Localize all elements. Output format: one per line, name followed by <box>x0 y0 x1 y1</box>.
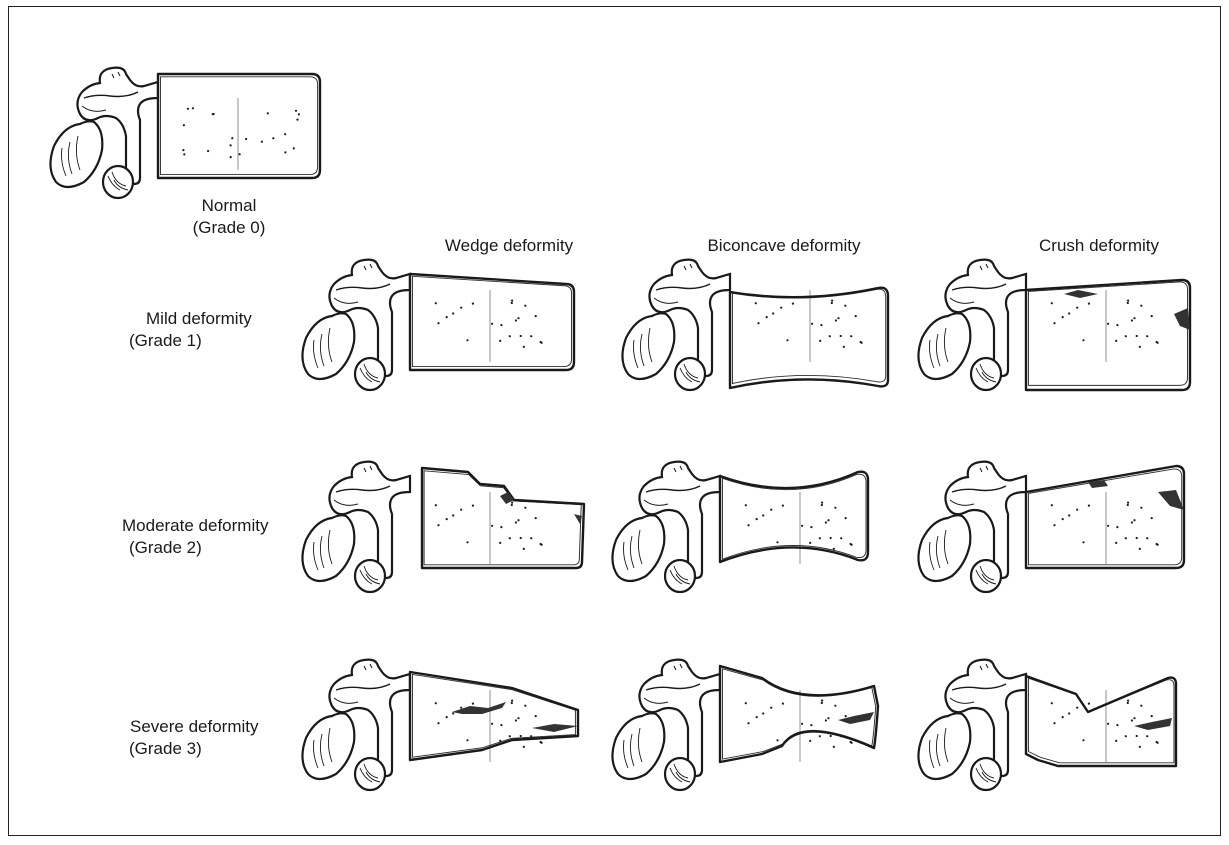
vertebra-mild-biconcave <box>612 250 912 400</box>
vertebra-moderate-wedge <box>292 452 592 602</box>
row-grade-severe: (Grade 3) <box>129 738 202 759</box>
row-grade-moderate: (Grade 2) <box>129 537 202 558</box>
vertebra-moderate-crush <box>908 452 1208 602</box>
row-label-mild: Mild deformity <box>146 308 252 329</box>
vertebra-mild-crush <box>908 250 1208 400</box>
row-label-moderate: Moderate deformity <box>122 515 268 536</box>
vertebra-normal <box>40 58 340 208</box>
vertebra-severe-biconcave <box>602 650 902 800</box>
vertebra-moderate-biconcave <box>602 452 902 602</box>
row-label-severe: Severe deformity <box>130 716 259 737</box>
vertebra-mild-wedge <box>292 250 592 400</box>
vertebra-severe-wedge <box>292 650 592 800</box>
row-grade-mild: (Grade 1) <box>129 330 202 351</box>
normal-grade: (Grade 0) <box>169 217 289 238</box>
vertebra-severe-crush <box>908 650 1208 800</box>
